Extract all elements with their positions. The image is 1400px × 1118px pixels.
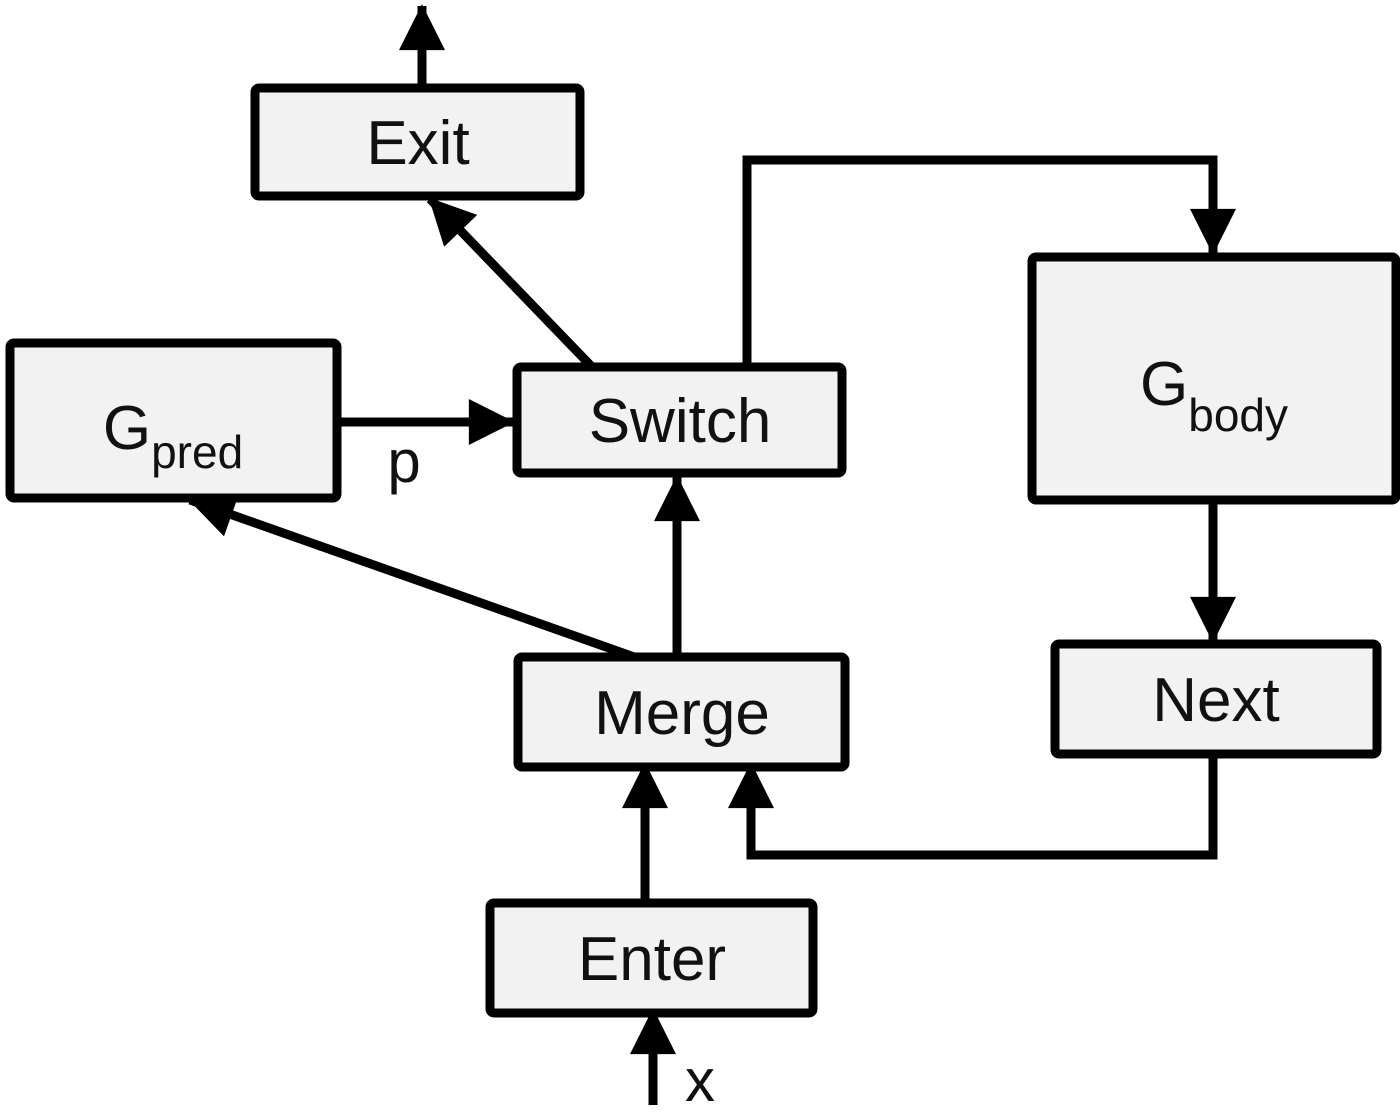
- node-switch-label: Switch: [589, 387, 772, 456]
- node-enter: Enter: [485, 898, 818, 1018]
- node-gpred: Gpred: [5, 338, 342, 503]
- node-next-box: [1050, 639, 1382, 759]
- node-merge-label: Merge: [594, 679, 770, 748]
- node-exit-box: [250, 83, 585, 201]
- node-next-label: Next: [1152, 666, 1279, 735]
- node-gpred-label-base: G: [103, 394, 151, 463]
- edge-label-p: p: [387, 428, 420, 495]
- node-gbody-label-sub: body: [1188, 389, 1288, 441]
- edge-switch-to-gbody: [742, 155, 1236, 369]
- node-enter-box: [485, 898, 818, 1018]
- edge-next-to-merge: [728, 756, 1218, 860]
- node-gbody-label-base: G: [1140, 350, 1188, 419]
- node-gpred-box: [5, 338, 342, 503]
- node-gbody-label: Gbody: [1140, 350, 1288, 441]
- edge-switch-to-exit: [426, 195, 598, 373]
- node-gpred-label: Gpred: [103, 394, 243, 478]
- node-merge: Merge: [513, 652, 850, 772]
- node-enter-label: Enter: [578, 925, 726, 994]
- node-switch-box: [512, 362, 847, 478]
- node-gpred-label-sub: pred: [151, 426, 243, 478]
- node-exit-label: Exit: [366, 109, 469, 178]
- node-next: Next: [1050, 639, 1382, 759]
- node-switch: Switch: [512, 362, 847, 478]
- edge-label-x: x: [685, 1047, 715, 1114]
- node-exit: Exit: [250, 83, 585, 201]
- node-gbody: Gbody: [1027, 252, 1400, 505]
- node-merge-box: [513, 652, 850, 772]
- edge-merge-to-gpred: [188, 493, 642, 664]
- node-gbody-box: [1027, 252, 1400, 505]
